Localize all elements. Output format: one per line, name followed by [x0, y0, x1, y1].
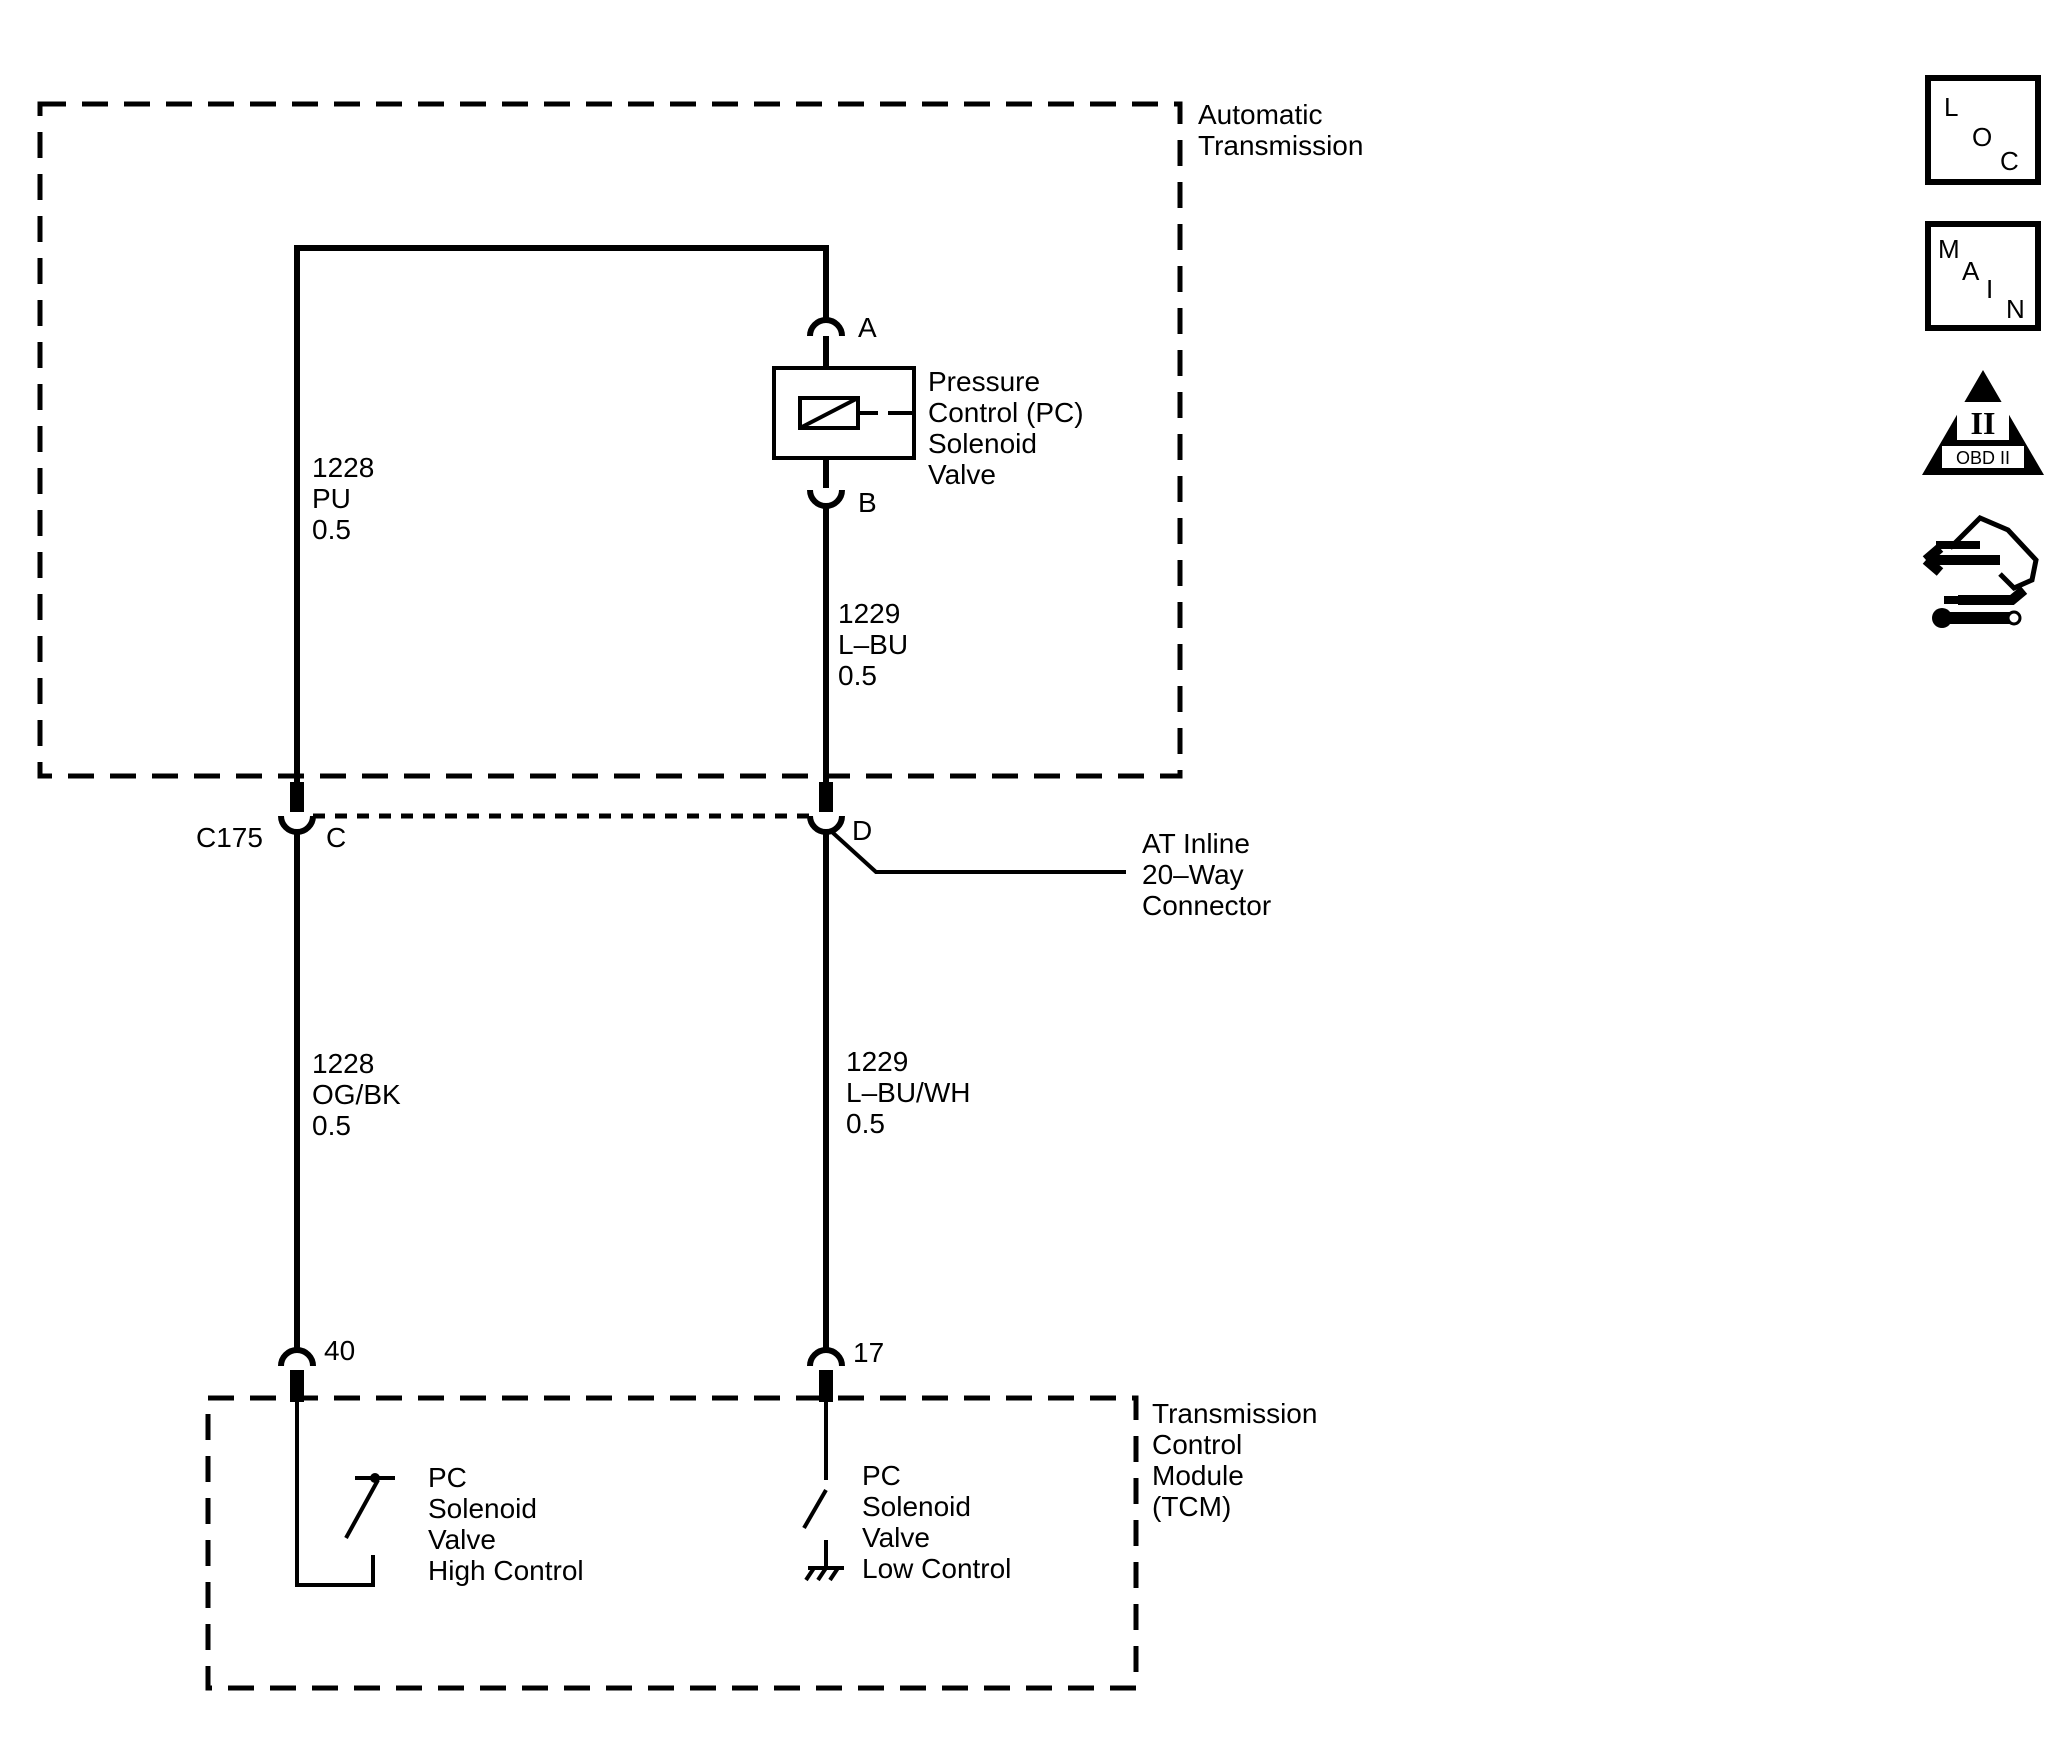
svg-text:0.5: 0.5 — [312, 514, 351, 545]
svg-text:0.5: 0.5 — [312, 1110, 351, 1141]
high-control-label: PC Solenoid Valve High Control — [428, 1462, 584, 1586]
svg-text:O: O — [1972, 122, 1992, 152]
terminal-b — [807, 489, 845, 509]
terminal-b-label: B — [858, 487, 877, 518]
svg-text:PU: PU — [312, 483, 351, 514]
svg-text:OG/BK: OG/BK — [312, 1079, 401, 1110]
svg-text:Valve: Valve — [862, 1522, 930, 1553]
automatic-transmission-boundary — [37, 101, 1183, 779]
high-control-switch — [290, 1370, 395, 1587]
svg-text:Low Control: Low Control — [862, 1553, 1011, 1584]
svg-text:Automatic: Automatic — [1198, 99, 1323, 130]
svg-text:Transmission: Transmission — [1152, 1398, 1317, 1429]
svg-text:Control: Control — [1152, 1429, 1242, 1460]
svg-text:Connector: Connector — [1142, 890, 1271, 921]
wire-label-1228-og-bk: 1228 OG/BK 0.5 — [312, 1048, 401, 1141]
connector-id-label: C175 — [196, 822, 263, 853]
terminal-a-label: A — [858, 312, 877, 343]
svg-text:Module: Module — [1152, 1460, 1244, 1491]
svg-text:Control (PC): Control (PC) — [928, 397, 1084, 428]
tcm-label: Transmission Control Module (TCM) — [1152, 1398, 1317, 1522]
obd-ii-icon[interactable]: II OBD II — [1922, 370, 2044, 475]
svg-text:L–BU/WH: L–BU/WH — [846, 1077, 970, 1108]
svg-text:1228: 1228 — [312, 452, 374, 483]
svg-text:L–BU: L–BU — [838, 629, 908, 660]
pc-solenoid-label: Pressure Control (PC) Solenoid Valve — [928, 366, 1084, 490]
svg-text:A: A — [1962, 256, 1980, 286]
pc-solenoid-valve — [772, 366, 916, 460]
terminal-40-label: 40 — [324, 1335, 355, 1366]
wire-label-1228-pu: 1228 PU 0.5 — [312, 452, 374, 545]
svg-text:1229: 1229 — [846, 1046, 908, 1077]
svg-text:20–Way: 20–Way — [1142, 859, 1244, 890]
svg-text:M: M — [1938, 234, 1960, 264]
svg-text:N: N — [2006, 294, 2025, 324]
svg-text:Valve: Valve — [928, 459, 996, 490]
svg-text:AT Inline: AT Inline — [1142, 828, 1250, 859]
svg-text:0.5: 0.5 — [846, 1108, 885, 1139]
terminal-17-label: 17 — [853, 1337, 884, 1368]
terminal-c-label: C — [326, 822, 346, 853]
wire-label-1229-l-bu-wh: 1229 L–BU/WH 0.5 — [846, 1046, 970, 1139]
low-control-switch — [802, 1370, 844, 1582]
connector-leader-line — [830, 830, 1126, 874]
svg-text:C: C — [2000, 146, 2019, 176]
terminal-a — [807, 317, 845, 337]
svg-text:Solenoid: Solenoid — [862, 1491, 971, 1522]
svg-text:OBD II: OBD II — [1956, 448, 2010, 468]
connector-label: AT Inline 20–Way Connector — [1142, 828, 1271, 921]
svg-text:0.5: 0.5 — [838, 660, 877, 691]
svg-text:High Control: High Control — [428, 1555, 584, 1586]
svg-text:(TCM): (TCM) — [1152, 1491, 1231, 1522]
svg-text:Solenoid: Solenoid — [428, 1493, 537, 1524]
diagnostic-arrows-wrench-icon[interactable] — [1922, 515, 2039, 628]
svg-text:Pressure: Pressure — [928, 366, 1040, 397]
automatic-transmission-label: Automatic Transmission — [1198, 99, 1363, 161]
terminal-40 — [278, 1347, 316, 1367]
svg-text:1228: 1228 — [312, 1048, 374, 1079]
svg-text:Transmission: Transmission — [1198, 130, 1363, 161]
svg-text:Solenoid: Solenoid — [928, 428, 1037, 459]
tcm-boundary — [205, 1395, 1139, 1691]
low-control-label: PC Solenoid Valve Low Control — [862, 1460, 1011, 1584]
wire-label-1229-l-bu: 1229 L–BU 0.5 — [838, 598, 908, 691]
terminal-17 — [807, 1347, 845, 1367]
main-icon[interactable]: M A I N — [1925, 221, 2041, 331]
svg-text:II: II — [1971, 405, 1996, 441]
svg-text:Valve: Valve — [428, 1524, 496, 1555]
svg-text:PC: PC — [428, 1462, 467, 1493]
terminal-d-label: D — [852, 815, 872, 846]
svg-text:1229: 1229 — [838, 598, 900, 629]
svg-text:I: I — [1986, 274, 1993, 304]
svg-text:PC: PC — [862, 1460, 901, 1491]
svg-text:L: L — [1944, 92, 1958, 122]
wire-1228-pu — [294, 245, 829, 782]
connector-c175 — [278, 782, 845, 835]
loc-icon[interactable]: L O C — [1925, 75, 2041, 185]
